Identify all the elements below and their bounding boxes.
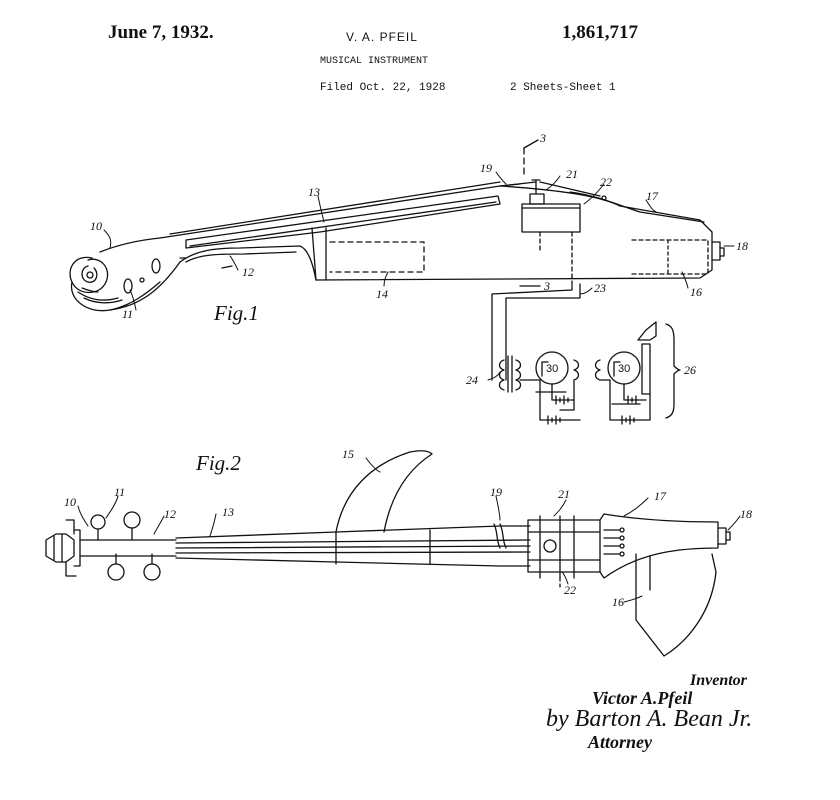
fig2-ref-22: 22 xyxy=(564,583,576,597)
fig2-ref-12: 12 xyxy=(164,507,176,521)
fig1-label: Fig.1 xyxy=(213,301,259,325)
fig1-instrument: 10 11 12 13 14 16 17 18 19 21 22 23 24 2… xyxy=(69,131,748,425)
attorney-signature: by Barton A. Bean Jr. xyxy=(546,706,753,732)
fig2-leaders xyxy=(77,457,741,603)
fig1-amplifier-circuit xyxy=(498,321,681,425)
fig1-ref-17: 17 xyxy=(646,189,659,203)
fig1-tube-2-label: 30 xyxy=(618,363,630,375)
fig2-neck xyxy=(175,523,531,567)
fig1-ref-16: 16 xyxy=(690,285,702,299)
patent-number: 1,861,717 xyxy=(562,22,638,43)
fig1-ref-21: 21 xyxy=(566,167,578,181)
fig2-ref-19: 19 xyxy=(490,485,502,499)
fig1-tube-1-label: 30 xyxy=(546,363,558,375)
fig2-chest-rest xyxy=(635,553,717,657)
fig2-ref-15: 15 xyxy=(342,447,354,461)
fig1-ref-14: 14 xyxy=(376,287,388,301)
fig2-ref-18: 18 xyxy=(740,507,752,521)
fig1-ref-19: 19 xyxy=(480,161,492,175)
fig1-ref-12: 12 xyxy=(242,265,254,279)
fig1-ref-23: 23 xyxy=(594,281,606,295)
fig2-ref-17: 17 xyxy=(654,489,667,503)
fig1-ref-24: 24 xyxy=(466,373,478,387)
fig1-section-line xyxy=(519,139,541,287)
fig2-label: Fig.2 xyxy=(195,451,241,475)
fig2-instrument: 10 11 12 13 15 16 17 18 19 21 22 Fig.2 xyxy=(45,447,752,657)
fig2-ref-13: 13 xyxy=(222,505,234,519)
fig1-ref-18: 18 xyxy=(736,239,748,253)
fig2-tailpiece xyxy=(599,513,731,579)
fig1-body xyxy=(159,179,725,287)
fig1-leaders xyxy=(103,171,735,381)
fig1-leads xyxy=(491,283,581,381)
fig2-pegs xyxy=(79,511,177,581)
patent-date: June 7, 1932. xyxy=(108,22,214,43)
fig2-ref-21: 21 xyxy=(558,487,570,501)
fig2-ref-10: 10 xyxy=(64,495,76,509)
inventor-label: Inventor xyxy=(690,672,747,689)
fig1-ref-11: 11 xyxy=(122,307,133,321)
fig1-ref-13: 13 xyxy=(308,185,320,199)
fig2-scroll xyxy=(45,519,81,577)
fig1-pegbox xyxy=(109,258,181,311)
fig2-ref-11: 11 xyxy=(114,485,125,499)
fig2-bridge xyxy=(527,515,601,591)
inventor-header: V. A. PFEIL xyxy=(346,30,418,44)
patent-title: MUSICAL INSTRUMENT xyxy=(320,56,429,67)
attorney-label: Attorney xyxy=(588,732,653,752)
fig1-ref-10: 10 xyxy=(90,219,102,233)
fig1-section-mark-bottom: 3 xyxy=(543,279,550,293)
filing-date: Filed Oct. 22, 1928 xyxy=(320,82,446,94)
sheet-count: 2 Sheets-Sheet 1 xyxy=(510,82,616,94)
fig1-section-mark-top: 3 xyxy=(539,131,546,145)
inventor-signature-name: Victor A.Pfeil xyxy=(592,688,693,708)
fig1-ref-22: 22 xyxy=(600,175,612,189)
fig1-ref-26: 26 xyxy=(684,363,696,377)
fig2-knee-rest xyxy=(335,450,433,533)
fig2-ref-16: 16 xyxy=(612,595,624,609)
fig1-scroll xyxy=(69,237,161,312)
